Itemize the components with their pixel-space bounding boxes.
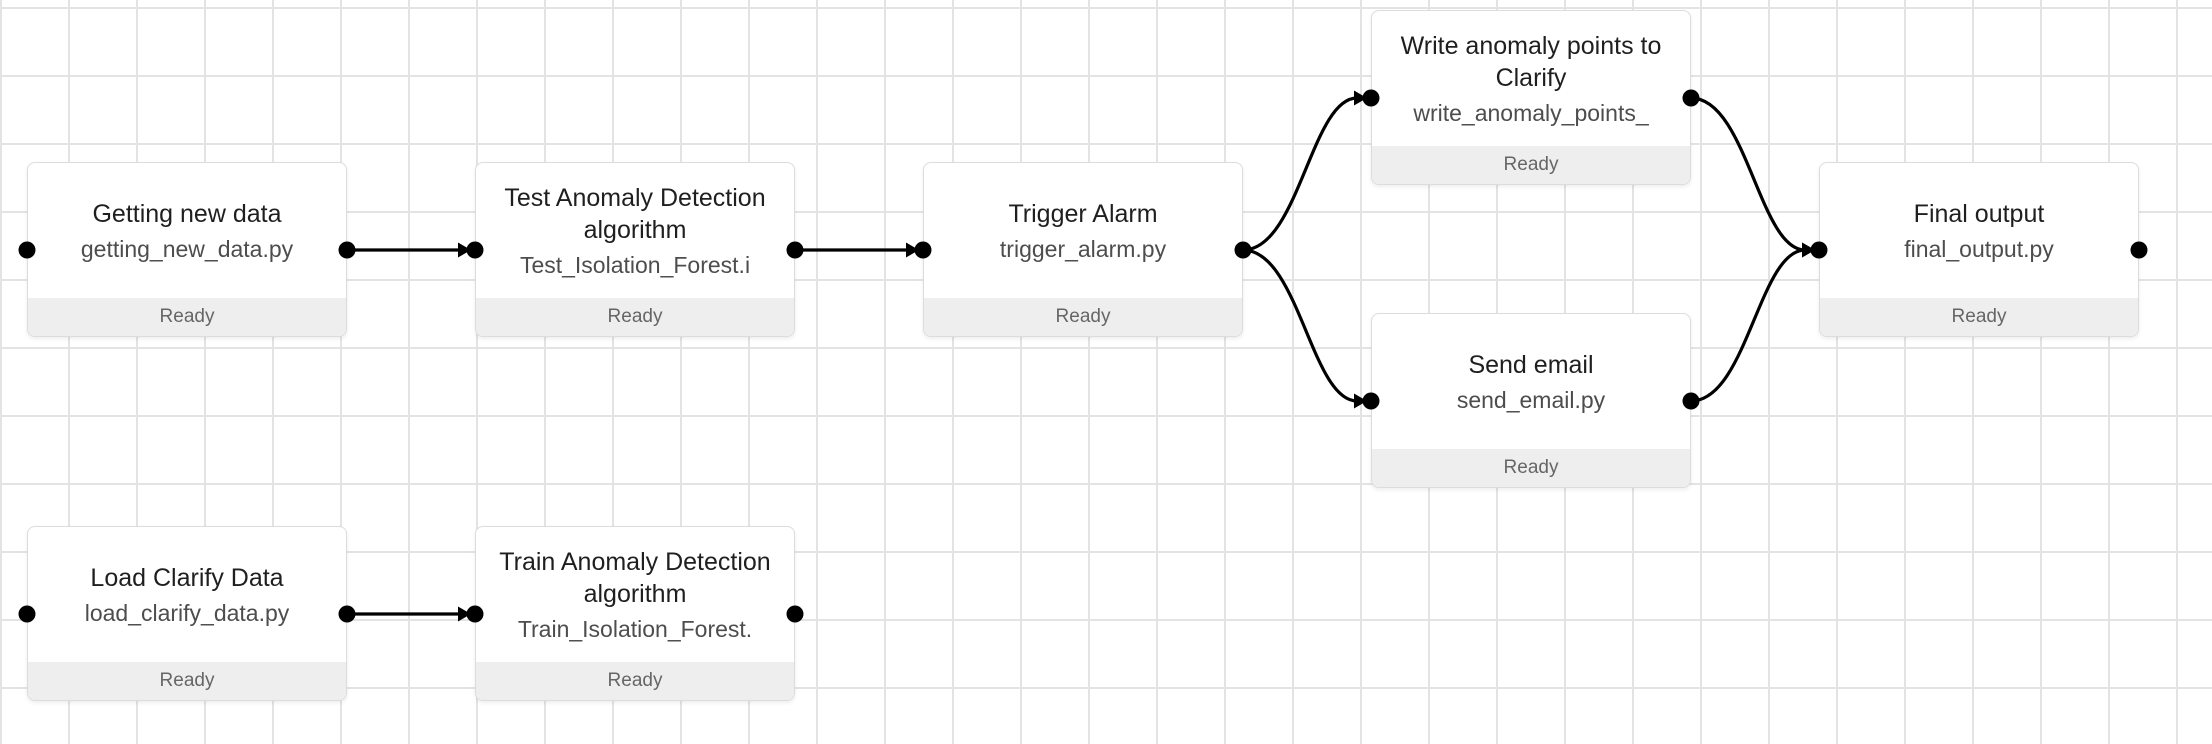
trigger-alarm-out-port[interactable] [1234, 241, 1252, 259]
connection-send-email-to-final-output[interactable] [1690, 248, 1806, 403]
load-clarify-in-port[interactable] [18, 605, 36, 623]
final-output-out-port[interactable] [2130, 241, 2148, 259]
node-body: Final output final_output.py [1820, 163, 2138, 298]
connection-trigger-alarm-to-send-email[interactable] [1242, 248, 1358, 403]
getting-new-data-in-port[interactable] [18, 241, 36, 259]
node-status: Ready [924, 298, 1242, 336]
connection-trigger-alarm-to-write-anomaly[interactable] [1242, 96, 1358, 252]
node-filename: final_output.py [1904, 235, 2054, 262]
node-title: Send email [1468, 350, 1594, 379]
node-body: Load Clarify Data load_clarify_data.py [28, 527, 346, 662]
test-anomaly-out-port[interactable] [786, 241, 804, 259]
node-status: Ready [476, 298, 794, 336]
node-status: Ready [28, 662, 346, 700]
node-title: Load Clarify Data [90, 563, 284, 592]
node-status: Ready [28, 298, 346, 336]
node-write-anomaly-points[interactable]: Write anomaly points to Clarify write_an… [1371, 10, 1691, 185]
node-load-clarify-data[interactable]: Load Clarify Data load_clarify_data.py R… [27, 526, 347, 701]
trigger-alarm-in-port[interactable] [914, 241, 932, 259]
node-send-email[interactable]: Send email send_email.py Ready [1371, 313, 1691, 488]
connection-write-anomaly-to-final-output[interactable] [1690, 96, 1806, 252]
write-anomaly-out-port[interactable] [1682, 89, 1700, 107]
node-filename: Train_Isolation_Forest. [517, 615, 753, 642]
node-filename: trigger_alarm.py [999, 235, 1167, 262]
node-status: Ready [1372, 146, 1690, 184]
load-clarify-out-port[interactable] [338, 605, 356, 623]
node-title: Train Anomaly Detection algorithm [499, 547, 771, 608]
node-title: Getting new data [92, 199, 282, 228]
node-title: Write anomaly points to Clarify [1400, 31, 1662, 92]
send-email-in-port[interactable] [1362, 392, 1380, 410]
final-output-in-port[interactable] [1810, 241, 1828, 259]
node-status: Ready [1820, 298, 2138, 336]
node-body: Send email send_email.py [1372, 314, 1690, 449]
node-body: Test Anomaly Detection algorithm Test_Is… [476, 163, 794, 298]
node-filename: write_anomaly_points_ [1413, 99, 1649, 126]
send-email-out-port[interactable] [1682, 392, 1700, 410]
train-anomaly-in-port[interactable] [466, 605, 484, 623]
node-body: Write anomaly points to Clarify write_an… [1372, 11, 1690, 146]
node-title: Trigger Alarm [1008, 199, 1158, 228]
getting-new-data-out-port[interactable] [338, 241, 356, 259]
node-status: Ready [476, 662, 794, 700]
node-title: Final output [1913, 199, 2045, 228]
node-filename: Test_Isolation_Forest.i [519, 251, 751, 278]
node-title: Test Anomaly Detection algorithm [504, 183, 766, 244]
node-train-anomaly-detection[interactable]: Train Anomaly Detection algorithm Train_… [475, 526, 795, 701]
node-trigger-alarm[interactable]: Trigger Alarm trigger_alarm.py Ready [923, 162, 1243, 337]
node-filename: getting_new_data.py [80, 235, 294, 262]
node-filename: load_clarify_data.py [84, 599, 290, 626]
node-test-anomaly-detection[interactable]: Test Anomaly Detection algorithm Test_Is… [475, 162, 795, 337]
node-status: Ready [1372, 449, 1690, 487]
node-final-output[interactable]: Final output final_output.py Ready [1819, 162, 2139, 337]
train-anomaly-out-port[interactable] [786, 605, 804, 623]
node-filename: send_email.py [1456, 386, 1606, 413]
write-anomaly-in-port[interactable] [1362, 89, 1380, 107]
node-getting-new-data[interactable]: Getting new data getting_new_data.py Rea… [27, 162, 347, 337]
test-anomaly-in-port[interactable] [466, 241, 484, 259]
node-body: Getting new data getting_new_data.py [28, 163, 346, 298]
node-body: Train Anomaly Detection algorithm Train_… [476, 527, 794, 662]
node-body: Trigger Alarm trigger_alarm.py [924, 163, 1242, 298]
